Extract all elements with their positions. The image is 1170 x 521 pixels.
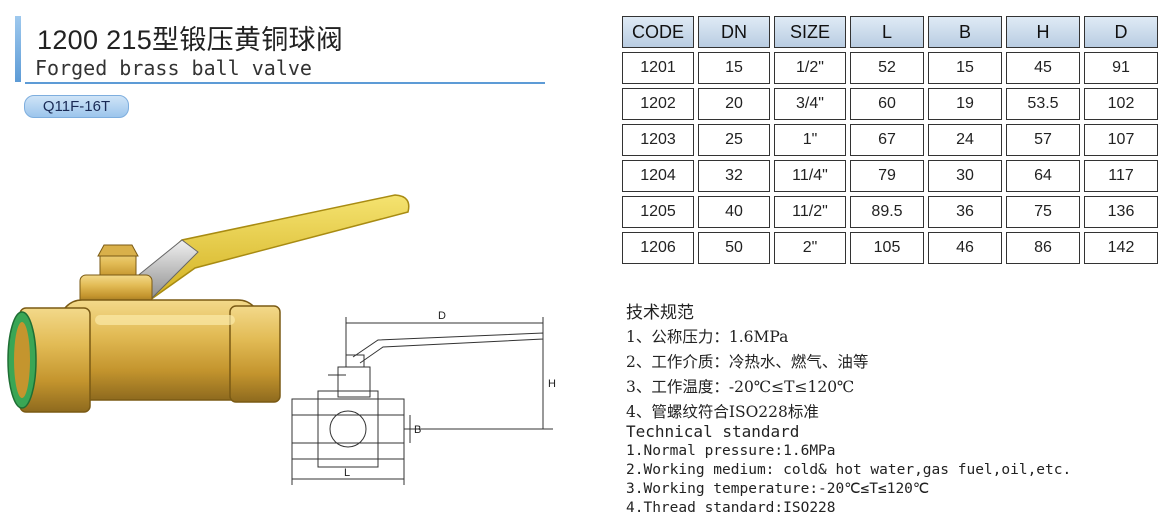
product-title-en: Forged brass ball valve (35, 56, 312, 80)
cell: 24 (928, 124, 1002, 156)
tech-spec-en: Technical standard 1.Normal pressure:1.6… (626, 422, 1071, 518)
tech-spec-en-heading: Technical standard (626, 422, 800, 441)
table-row: 1206 50 2" 105 46 86 142 (622, 232, 1158, 264)
cell: 2" (774, 232, 846, 264)
dimension-drawing: D H B L (291, 310, 556, 485)
cell: 142 (1084, 232, 1158, 264)
label-d: D (438, 310, 446, 322)
cell: 1201 (622, 52, 694, 84)
label-l: L (344, 467, 350, 479)
tech-spec-en-line: 1.Normal pressure:1.6MPa (626, 443, 836, 459)
cell: 11/2" (774, 196, 846, 228)
cell: 19 (928, 88, 1002, 120)
header-size: SIZE (774, 16, 846, 48)
tech-spec-en-line: 3.Working temperature:-20℃≤T≤120℃ (626, 481, 930, 497)
product-title-cn: 1200 215型锻压黄铜球阀 (37, 25, 344, 55)
model-badge: Q11F-16T (24, 95, 129, 118)
tech-spec-cn-line: 1、公称压力：1.6MPa (626, 328, 789, 346)
cell: 46 (928, 232, 1002, 264)
table-row: 1201 15 1/2" 52 15 45 91 (622, 52, 1158, 84)
spec-table: CODE DN SIZE L B H D 1201 15 1/2" 52 15 … (618, 12, 1162, 268)
cell: 1205 (622, 196, 694, 228)
cell: 15 (698, 52, 770, 84)
header-code: CODE (622, 16, 694, 48)
cell: 67 (850, 124, 924, 156)
tech-spec-cn-heading: 技术规范 (626, 303, 694, 323)
table-row: 1205 40 11/2" 89.5 36 75 136 (622, 196, 1158, 228)
cell: 53.5 (1006, 88, 1080, 120)
cell: 3/4" (774, 88, 846, 120)
cell: 30 (928, 160, 1002, 192)
title-block: 1200 215型锻压黄铜球阀 Forged brass ball valve (15, 14, 545, 84)
cell: 36 (928, 196, 1002, 228)
cell: 52 (850, 52, 924, 84)
cell: 57 (1006, 124, 1080, 156)
tech-spec-en-line: 4.Thread standard:ISO228 (626, 500, 836, 516)
cell: 136 (1084, 196, 1158, 228)
cell: 1206 (622, 232, 694, 264)
cell: 102 (1084, 88, 1158, 120)
cell: 50 (698, 232, 770, 264)
label-h: H (548, 378, 556, 390)
cell: 86 (1006, 232, 1080, 264)
table-row: 1204 32 11/4" 79 30 64 117 (622, 160, 1158, 192)
cell: 1" (774, 124, 846, 156)
header-h: H (1006, 16, 1080, 48)
header-dn: DN (698, 16, 770, 48)
cell: 15 (928, 52, 1002, 84)
title-underline (25, 82, 545, 84)
cell: 11/4" (774, 160, 846, 192)
cell: 40 (698, 196, 770, 228)
header-l: L (850, 16, 924, 48)
title-accent-bar (15, 16, 21, 82)
cell: 1203 (622, 124, 694, 156)
cell: 1/2" (774, 52, 846, 84)
table-row: 1202 20 3/4" 60 19 53.5 102 (622, 88, 1158, 120)
cell: 64 (1006, 160, 1080, 192)
tech-spec-cn-line: 2、工作介质：冷热水、燃气、油等 (626, 353, 869, 371)
header-b: B (928, 16, 1002, 48)
cell: 75 (1006, 196, 1080, 228)
cell: 60 (850, 88, 924, 120)
cell: 32 (698, 160, 770, 192)
table-header-row: CODE DN SIZE L B H D (622, 16, 1158, 48)
cell: 1204 (622, 160, 694, 192)
tech-spec-cn-line: 4、管螺纹符合ISO228标准 (626, 403, 819, 421)
cell: 20 (698, 88, 770, 120)
tech-spec-cn-line: 3、工作温度：-20℃≤T≤120℃ (626, 378, 855, 396)
ball-valve-photo (7, 194, 410, 413)
tech-spec-en-line: 2.Working medium: cold& hot water,gas fu… (626, 462, 1072, 478)
cell: 79 (850, 160, 924, 192)
cell: 107 (1084, 124, 1158, 156)
cell: 91 (1084, 52, 1158, 84)
tech-spec-cn: 技术规范 1、公称压力：1.6MPa 2、工作介质：冷热水、燃气、油等 3、工作… (626, 298, 868, 425)
cell: 105 (850, 232, 924, 264)
cell: 45 (1006, 52, 1080, 84)
table-row: 1203 25 1" 67 24 57 107 (622, 124, 1158, 156)
label-b: B (414, 424, 421, 436)
cell: 25 (698, 124, 770, 156)
header-d: D (1084, 16, 1158, 48)
cell: 117 (1084, 160, 1158, 192)
cell: 1202 (622, 88, 694, 120)
cell: 89.5 (850, 196, 924, 228)
